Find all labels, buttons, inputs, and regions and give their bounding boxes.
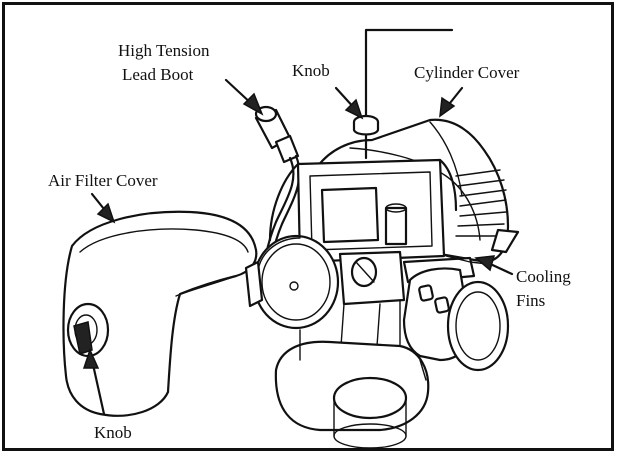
air-filter-knob-shape (73, 321, 93, 355)
air-filter-cover-shape (62, 210, 258, 417)
label-knob-top: Knob (292, 61, 330, 80)
arrow-air-filter-cover (90, 192, 116, 224)
side-cover-shape (402, 267, 510, 372)
label-cylinder-cover: Cylinder Cover (414, 63, 520, 82)
arrow-cylinder-cover (439, 86, 464, 118)
label-air-filter-cover: Air Filter Cover (48, 171, 158, 190)
arrow-lead-boot (224, 78, 264, 116)
arrow-knob-bottom (82, 347, 106, 416)
crankcase-shape (274, 329, 430, 449)
arrow-knob-top (334, 86, 364, 120)
arrow-cooling-fins (474, 255, 514, 276)
engine-body-shape (268, 158, 458, 264)
label-high-tension-2: Lead Boot (122, 65, 194, 84)
leader-bracket (364, 28, 454, 120)
recoil-starter-shape (244, 234, 340, 330)
label-cooling-2: Fins (516, 291, 546, 310)
label-knob-bottom: Knob (94, 423, 132, 442)
top-knob-shape (352, 114, 380, 160)
label-cooling-1: Cooling (516, 267, 571, 286)
label-high-tension-1: High Tension (118, 41, 210, 60)
